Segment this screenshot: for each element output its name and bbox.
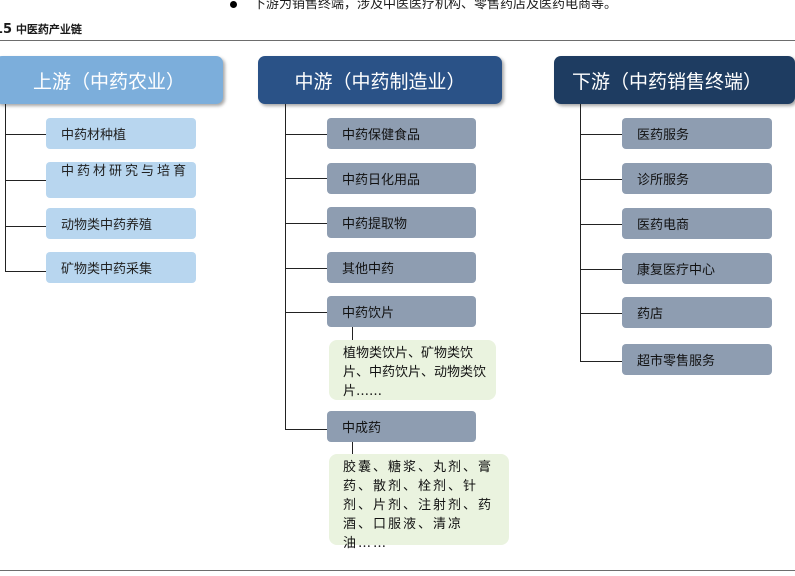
downstream-connector-1	[580, 134, 622, 135]
bullet-text: 下游为销售终端，涉及中医医疗机构、零售药店及医药电商等。	[253, 0, 618, 12]
upstream-item: 动物类中药养殖	[46, 208, 196, 239]
upstream-connector-2	[5, 180, 46, 181]
midstream-connector-5	[285, 312, 327, 313]
midstream-connector-vertical	[285, 104, 286, 430]
downstream-item: 医药电商	[622, 208, 772, 239]
midstream-connector-4	[285, 268, 327, 269]
bullet-text-line: 下游为销售终端，涉及中医医疗机构、零售药店及医药电商等。	[230, 0, 617, 12]
yinpian-note: 植物类饮片、矿物类饮片、中药饮片、动物类饮片……	[329, 340, 496, 400]
zhongchengyao-note: 胶囊、糖浆、丸剂、膏药、散剂、栓剂、针剂、片剂、注射剂、药酒、口服液、清凉油……	[329, 454, 509, 551]
downstream-connector-4	[580, 269, 622, 270]
downstream-connector-6	[580, 361, 622, 362]
downstream-connector-3	[580, 224, 622, 225]
midstream-item: 中药饮片	[327, 296, 476, 327]
midstream-connector-3	[285, 223, 327, 224]
upstream-connector-4	[5, 271, 46, 272]
downstream-header: 下游（中药销售终端）	[554, 56, 795, 104]
downstream-item: 诊所服务	[622, 163, 772, 194]
upstream-item: 矿物类中药采集	[46, 252, 196, 283]
upstream-connector-vertical	[5, 104, 6, 272]
bullet-dot-icon	[230, 1, 237, 8]
midstream-connector-1	[285, 134, 327, 135]
upstream-item: 中药材研究与培育	[46, 162, 196, 198]
upstream-connector-1	[5, 134, 46, 135]
downstream-connector-5	[580, 313, 622, 314]
upstream-header: 上游（中药农业）	[0, 56, 223, 104]
figure-title: 图表15 中医药产业链	[0, 21, 82, 37]
downstream-item: 医药服务	[622, 118, 772, 149]
bottom-rule	[0, 570, 795, 571]
downstream-connector-2	[580, 179, 622, 180]
upstream-item: 中药材种植	[46, 118, 196, 149]
midstream-item: 其他中药	[327, 252, 476, 283]
midstream-connector-6	[285, 429, 327, 430]
midstream-item: 中药保健食品	[327, 118, 476, 149]
downstream-item: 超市零售服务	[622, 344, 772, 375]
midstream-item: 中成药	[327, 411, 476, 442]
figure-title-text: 中医药产业链	[15, 23, 82, 36]
midstream-item: 中药提取物	[327, 207, 476, 238]
downstream-item: 康复医疗中心	[622, 253, 772, 284]
upstream-connector-3	[5, 226, 46, 227]
midstream-header: 中游（中药制造业）	[258, 56, 502, 104]
figure-number: 15	[0, 22, 13, 37]
downstream-item: 药店	[622, 297, 772, 328]
midstream-connector-2	[285, 178, 327, 179]
midstream-item: 中药日化用品	[327, 163, 476, 194]
downstream-connector-vertical	[580, 104, 581, 362]
yinpian-note-connector	[352, 327, 353, 341]
zhongchengyao-note-connector	[352, 442, 353, 455]
top-rule	[0, 40, 795, 41]
